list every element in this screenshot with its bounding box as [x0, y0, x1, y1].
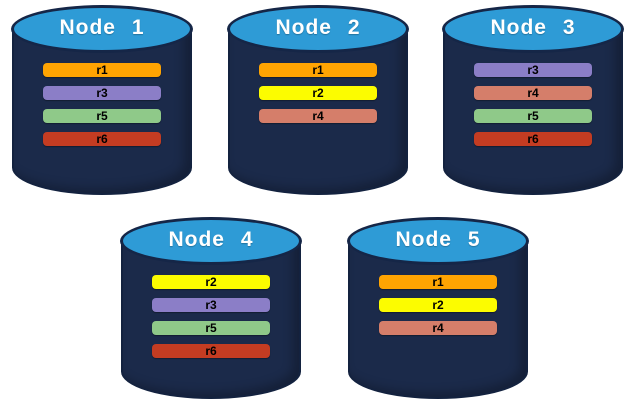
node-3-replica-list: r3 r4 r5 r6 — [442, 63, 624, 146]
node-2-replica-list: r1 r2 r4 — [227, 63, 409, 123]
replica-bar-r6: r6 — [152, 344, 270, 358]
replica-bar-r1: r1 — [379, 275, 497, 289]
replica-bar-r3: r3 — [43, 86, 161, 100]
replica-bar-r4: r4 — [379, 321, 497, 335]
node-4-cylinder: Node 4 r2 r3 r5 r6 — [120, 217, 302, 399]
replica-bar-r1: r1 — [43, 63, 161, 77]
node-5-cylinder-body — [348, 240, 528, 399]
replica-bar-r4: r4 — [259, 109, 377, 123]
node-4-cylinder-body — [121, 240, 301, 399]
replica-bar-r1: r1 — [259, 63, 377, 77]
node-4-replica-list: r2 r3 r5 r6 — [120, 275, 302, 358]
replica-bar-r3: r3 — [152, 298, 270, 312]
node-1-cylinder: Node 1 r1 r3 r5 r6 — [11, 5, 193, 195]
node-1-label: Node 1 — [59, 16, 145, 39]
node-3-cylinder: Node 3 r3 r4 r5 r6 — [442, 5, 624, 195]
replica-bar-r5: r5 — [474, 109, 592, 123]
node-4-cylinder-cap: Node 4 — [120, 217, 302, 265]
replica-bar-r5: r5 — [43, 109, 161, 123]
node-1-cylinder-cap: Node 1 — [11, 5, 193, 53]
replica-bar-r5: r5 — [152, 321, 270, 335]
node-1-replica-list: r1 r3 r5 r6 — [11, 63, 193, 146]
replica-bar-r2: r2 — [152, 275, 270, 289]
replica-bar-r3: r3 — [474, 63, 592, 77]
node-3-cylinder-cap: Node 3 — [442, 5, 624, 53]
node-3-label: Node 3 — [490, 16, 576, 39]
replica-bar-r4: r4 — [474, 86, 592, 100]
node-2-cylinder: Node 2 r1 r2 r4 — [227, 5, 409, 195]
node-5-label: Node 5 — [395, 228, 481, 251]
node-5-replica-list: r1 r2 r4 — [347, 275, 529, 335]
node-5-cylinder-cap: Node 5 — [347, 217, 529, 265]
replica-bar-r2: r2 — [379, 298, 497, 312]
node-4-label: Node 4 — [168, 228, 254, 251]
node-2-label: Node 2 — [275, 16, 361, 39]
replica-bar-r6: r6 — [43, 132, 161, 146]
node-5-cylinder: Node 5 r1 r2 r4 — [347, 217, 529, 399]
replica-bar-r6: r6 — [474, 132, 592, 146]
replica-bar-r2: r2 — [259, 86, 377, 100]
node-2-cylinder-cap: Node 2 — [227, 5, 409, 53]
